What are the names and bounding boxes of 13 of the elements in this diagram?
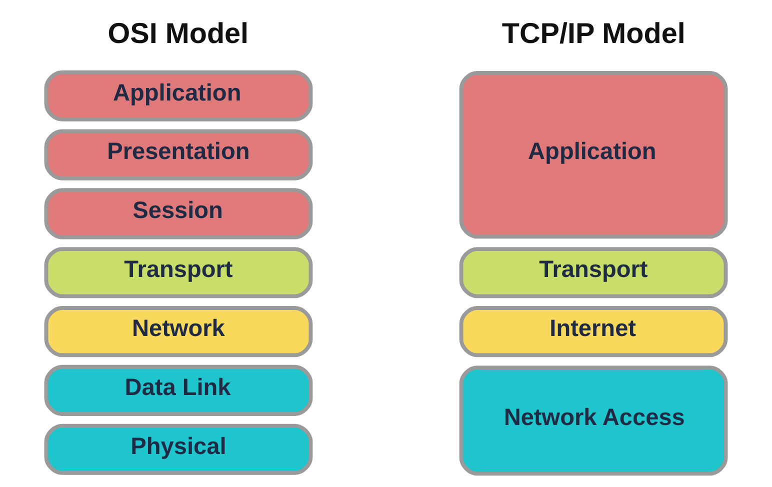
label: OSI Model	[108, 18, 249, 50]
node-box: Application	[459, 71, 728, 239]
node-box: Transport	[459, 247, 728, 298]
label: TCP/IP Model	[502, 18, 686, 50]
node-box: Internet	[459, 306, 728, 358]
node-box: Application	[44, 70, 313, 122]
node-box: Physical	[44, 424, 313, 475]
node-box: Network	[44, 306, 313, 358]
node-box: Transport	[44, 247, 313, 298]
node-box: Network Access	[459, 366, 728, 476]
node-box: Data Link	[44, 364, 313, 416]
node-box: Presentation	[44, 129, 313, 180]
node-box: Session	[44, 188, 313, 240]
